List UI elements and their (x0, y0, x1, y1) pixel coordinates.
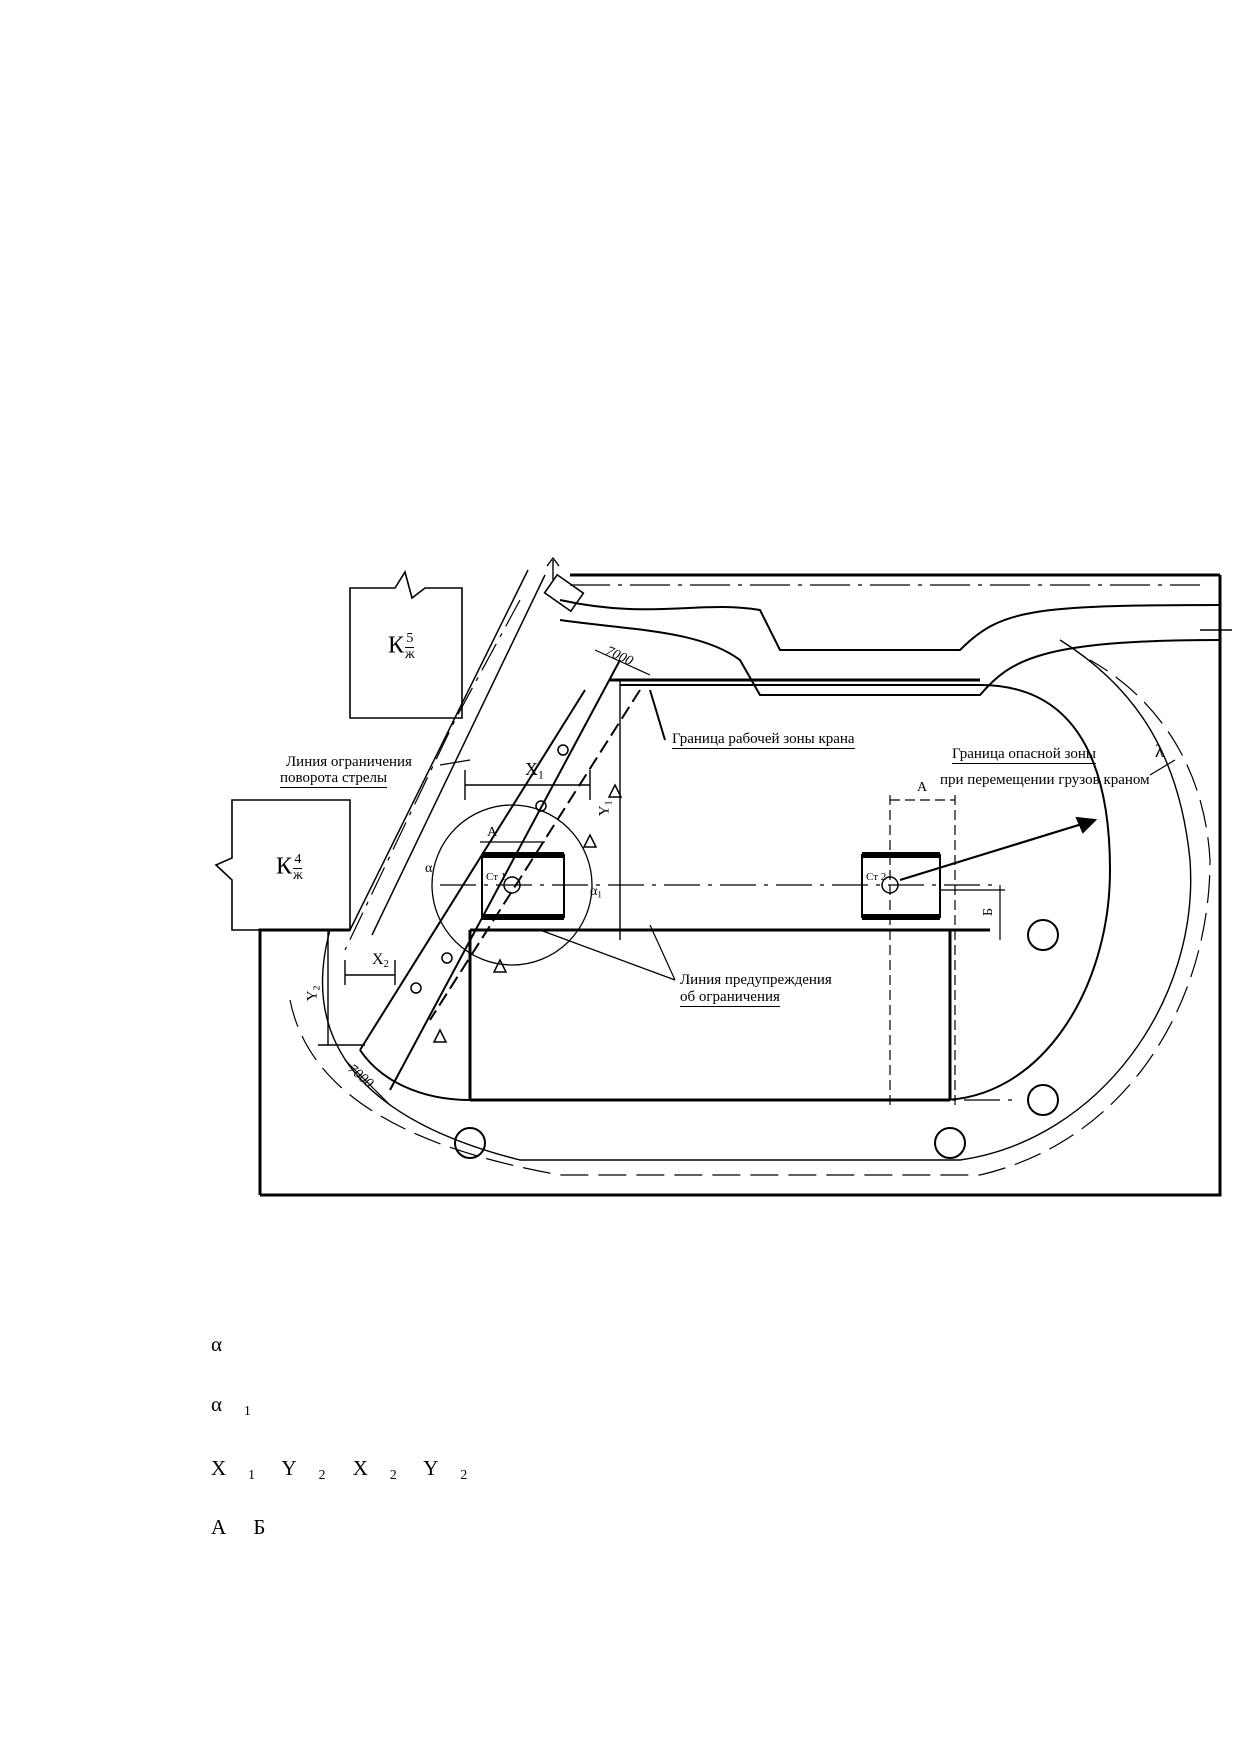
dim-a-right-label: A (917, 780, 928, 795)
dim-y1-letter: Y (596, 805, 613, 817)
legend-alpha1-letter: α (211, 1392, 223, 1416)
callout-boom-limit-2: поворота стрелы (280, 770, 388, 788)
crane1-pivot (503, 876, 521, 894)
callout-danger-zone-2: при перемещении грузов краном (940, 772, 1150, 788)
angle-alpha1-label: α1 (590, 885, 602, 900)
callout-work-zone: Граница рабочей зоны крана (672, 731, 855, 749)
dim-x2-sub: 2 (383, 959, 389, 971)
boom-limit-line-1 (359, 689, 586, 1051)
dim-x1-letter: X (525, 759, 538, 779)
legend-x2-sub: 2 (389, 1467, 397, 1483)
marker-circle-3 (454, 1127, 486, 1159)
marker-circle-1 (1027, 919, 1059, 951)
building-k4-outline (214, 799, 351, 931)
building-k5-den: ж (405, 646, 415, 662)
dim-y2 (318, 929, 365, 1046)
legend-x1-sub: 1 (248, 1467, 255, 1483)
dim-x1-label: X1 (525, 760, 544, 781)
building-k4-den: ж (293, 867, 303, 883)
crane2-body (861, 854, 941, 918)
boom-limit-line-2 (429, 689, 641, 1021)
dim-x2-letter: X (372, 951, 384, 968)
legend-b: Б (253, 1515, 266, 1539)
crane2-tracks (862, 852, 940, 920)
dim-x1-sub: 1 (538, 768, 544, 782)
leader-work-zone (649, 689, 666, 741)
building-k4-letter: К (276, 853, 293, 880)
legend-ab-row: A Б (211, 1515, 287, 1540)
road-upper-edge (559, 599, 1221, 651)
road-curve-outer (321, 639, 1192, 1161)
crane2-label: Ст 2 (866, 871, 887, 883)
legend-y2a-letter: Y (281, 1456, 297, 1480)
dim-x1 (464, 770, 591, 800)
building-k5-outline (349, 570, 463, 719)
slanted-road-center (344, 599, 521, 951)
leader-warning (539, 924, 676, 981)
marker-circle-2 (1027, 1084, 1059, 1116)
work-zone-boundary (359, 684, 1112, 1101)
legend-y2b-letter: Y (423, 1456, 439, 1480)
leader-danger (1149, 759, 1176, 776)
dim-a-left-label: A (487, 825, 498, 840)
road-curve-dashed (289, 659, 1211, 1176)
legend-x1-letter: X (211, 1456, 227, 1480)
dim-b (940, 885, 1005, 940)
callout-danger-zone-1: Граница опасной зоны (952, 746, 1096, 764)
angle-alpha-label: α (425, 861, 433, 876)
dim-x2-label: X2 (372, 952, 389, 971)
building-k5-letter: К (388, 632, 405, 659)
dim-a-right (889, 795, 956, 1110)
callout-boom-limit-1: Линия ограничения (286, 754, 412, 770)
lambda-label: λ (1155, 741, 1164, 761)
dim-y1-label: Y1 (596, 800, 615, 817)
dim-y2-label: Y2 (304, 985, 323, 1002)
legend-y2a-sub: 2 (318, 1467, 326, 1483)
legend-y2b-sub: 2 (460, 1467, 468, 1483)
dim-y2-letter: Y (304, 990, 321, 1002)
road-lower-edge (559, 619, 1221, 696)
dim-7000-top (594, 649, 651, 676)
dim-b-label: Б (981, 907, 997, 917)
building-outline (468, 928, 990, 1102)
angle-alpha1-letter: α (590, 884, 598, 899)
callout-warning-1: Линия предупреждения (680, 972, 832, 988)
angle-alpha1-sub: 1 (597, 889, 602, 900)
crane1-tracks (482, 852, 564, 920)
crane1-body (481, 854, 565, 918)
leader-boom-limit (439, 759, 471, 766)
legend-alpha-symbol: α (211, 1332, 223, 1356)
boom-limit-line-3 (389, 659, 621, 1091)
callout-warning-2: об ограничения (680, 989, 780, 1007)
legend-alpha1-sub: 1 (244, 1403, 251, 1419)
entry-arrow (546, 556, 560, 580)
marker-circle-4 (934, 1127, 966, 1159)
slanted-road-outer (349, 569, 546, 936)
building-k4-num: 4 (293, 852, 303, 869)
building-k5-num: 5 (405, 631, 415, 648)
dim-7000-bottom (344, 1059, 391, 1106)
dim-x2 (344, 960, 396, 985)
danger-arrow (899, 818, 1096, 882)
gate (543, 573, 585, 613)
crane1-label: Ст 1 (486, 871, 507, 883)
legend-alpha: α (211, 1332, 244, 1357)
legend-a: A (211, 1515, 227, 1539)
dim-y2-sub: 2 (311, 985, 323, 991)
dim-y1-sub: 1 (603, 800, 615, 806)
legend-x2-letter: X (352, 1456, 368, 1480)
